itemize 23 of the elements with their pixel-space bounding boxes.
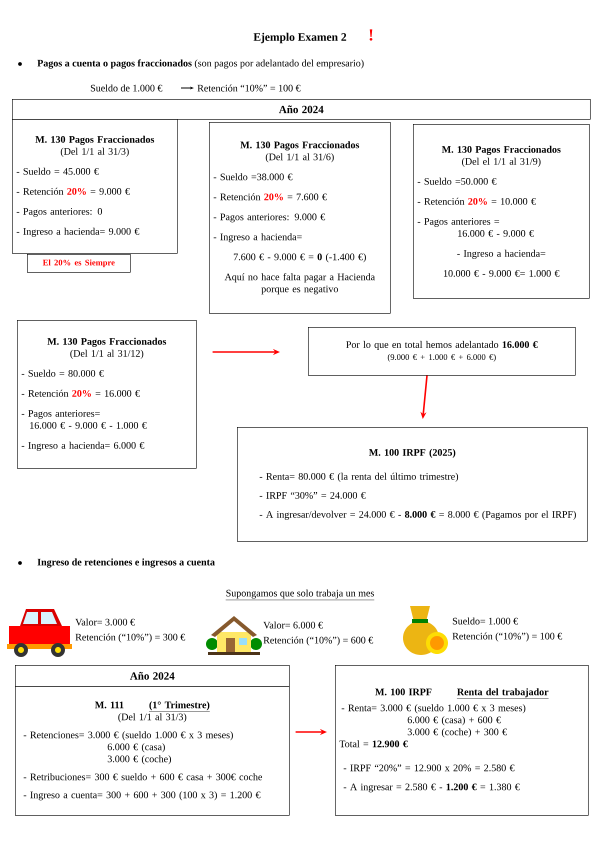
text: Valor= 6.000 € [263, 621, 323, 629]
note-box: El 20% es Siempre [27, 254, 131, 273]
process-box: M. 111 (1° Trimestre) (Del 1/1 al 31/3) - Retenciones= 3.000 € (sueldo 1.000 € x 3 meses) 6.000 € (casa) 3.000 € (coche) - Retribuciones= 300 € sueldo + 600 € casa + 300€ coche - Ingreso a cuenta= 300 + 600 + 300 (100 x 3) = 1.200 € [15, 686, 290, 816]
process-box: M. 130 Pagos Fraccionados (Del 1/1 al 31/3) - Sueldo = 45.000 € - Retención 20% = 9.000 € - Pagos anteriores: 0 - Ingreso a hacienda= 9.000 € [12, 119, 178, 254]
text: Retención (“10%”) = 100 € [452, 632, 562, 642]
process-box: M. 100 IRPF (2025) - Renta= 80.000 € (la renta del último trimestre) - IRPF “30%” = 24.000 € - A ingresar/devolver = 24.000 € - 8.000 € = 8.000 € (Pagamos por el IRPF) [237, 427, 588, 542]
process-box: M. 100 IRPF Renta del trabajador - Renta= 3.000 € (sueldo 1.000 € x 3 meses) 6.000 € (casa) + 600 € 3.000 € (coche) + 300 € Total = 12.900 € - IRPF “20%” = 12.900 x 20% = 2.580 € - A ingresar = 2.580 € - 1.200 € = 1.380 € [335, 665, 589, 816]
text: Retención (“10%”) = 300 € [75, 633, 186, 643]
bullet-text: Ingreso de retenciones e ingresos a cuenta [38, 558, 215, 568]
process-box: M. 130 Pagos Fraccionados (Del 1/1 al 31/12) - Sueldo = 80.000 € - Retención 20% = 16.000 € - Pagos anteriores= 16.000 € - 9.000 € - 1.000 € - Ingreso a hacienda= 6.000 € [17, 320, 197, 469]
summary-box: Por lo que en total hemos adelantado 16.000 € (9.000 € + 1.000 € + 6.000 €) [308, 327, 576, 376]
subheading: Supongamos que solo trabaja un mes [226, 589, 374, 600]
text: Retención (“10%”) = 600 € [263, 636, 374, 646]
process-box: M. 130 Pagos Fraccionados (Del el 1/1 al 31/9) - Sueldo =50.000 € - Retención 20% = 10.000 € - Pagos anteriores = 16.000 € - 9.000 € - Ingreso a hacienda= 10.000 € - 9.000 €= 1.000 € [413, 124, 590, 299]
exclamation-mark: ! [370, 29, 372, 41]
text: Sueldo= 1.000 € [452, 617, 518, 625]
text: Sueldo de 1.000 € [90, 84, 162, 92]
process-box: M. 130 Pagos Fraccionados (Del 1/1 al 31/6) - Sueldo =38.000 € - Retención 20% = 7.600 € - Pagos anteriores: 9.000 € - Ingreso a hacienda= 7.600 € - 9.000 € = 0 (-1.400 €) Aquí no hace falta pagar a Hacienda porque es negativo [209, 122, 391, 314]
bullet-text: Pagos a cuenta o pagos fraccionados (son pagos por adelantado del empresario) [37, 59, 364, 69]
year-header-band: Año 2024 [12, 99, 591, 120]
title: Ejemplo Examen 2 [254, 32, 346, 44]
text: Valor= 3.000 € [75, 618, 135, 626]
year-header-band: Año 2024 [15, 665, 290, 687]
